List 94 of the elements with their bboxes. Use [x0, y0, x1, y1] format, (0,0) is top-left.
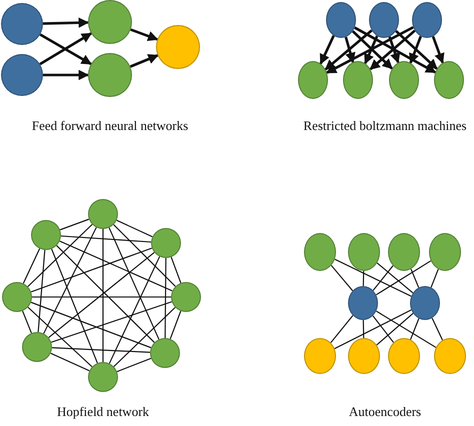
neuron-node	[410, 286, 440, 320]
arrow	[388, 36, 400, 64]
connection-line	[334, 309, 412, 350]
connection-line	[430, 269, 439, 288]
connection-line	[30, 248, 152, 292]
connection-line	[170, 310, 182, 340]
connection-line	[43, 227, 97, 334]
connection-line	[362, 270, 364, 286]
neuron-node	[171, 282, 201, 312]
neuron-node	[389, 61, 419, 99]
neuron-node	[1, 54, 43, 96]
connection-line	[376, 262, 414, 294]
arrow	[130, 28, 158, 42]
neuron-node	[1, 3, 43, 45]
connection-line	[56, 245, 155, 343]
connection-line	[432, 318, 443, 340]
connection-line	[410, 268, 420, 288]
connection-line	[51, 248, 98, 364]
connection-line	[113, 307, 176, 367]
arrow	[370, 30, 416, 70]
neuron-node	[22, 332, 52, 362]
connection-line	[376, 310, 436, 348]
neuron-node	[348, 286, 378, 320]
neuron-node	[388, 233, 420, 271]
connection-line	[334, 258, 412, 297]
neuron-node	[88, 199, 118, 229]
connection-line	[108, 227, 160, 340]
neuron-node	[343, 61, 373, 99]
neuron-node	[88, 362, 118, 392]
neuron-node	[156, 25, 200, 69]
connection-line	[32, 296, 171, 298]
diagram-caption: Feed forward neural networks	[32, 118, 188, 134]
connection-line	[372, 265, 394, 291]
connection-line	[376, 260, 432, 296]
connection-line	[27, 224, 93, 287]
arrow	[364, 35, 378, 64]
neuron-node	[412, 2, 442, 38]
connection-line	[22, 310, 32, 334]
diagram-caption: Hopfield network	[56, 404, 150, 420]
neuron-node	[434, 338, 466, 374]
neuron-node	[388, 338, 420, 374]
neuron-node	[151, 228, 181, 258]
connection-line	[116, 220, 153, 238]
connection-line	[372, 315, 394, 343]
connection-line	[22, 248, 40, 284]
arrow	[42, 18, 90, 28]
neuron-node	[348, 338, 380, 374]
connection-line	[113, 224, 176, 287]
neuron-node	[326, 2, 356, 38]
connection-line	[330, 265, 354, 292]
connection-line	[38, 250, 46, 332]
arrow	[43, 70, 90, 80]
connection-line	[116, 358, 152, 372]
connection-line	[48, 252, 155, 338]
connection-line	[108, 256, 160, 364]
neuron-node	[88, 53, 132, 97]
arrow	[354, 26, 436, 74]
connection-line	[60, 218, 90, 230]
arrow	[344, 36, 356, 64]
connection-line	[50, 352, 90, 372]
diagram-caption: Restricted boltzmann machines	[303, 118, 467, 134]
neuron-node	[434, 61, 464, 99]
connection-line	[330, 315, 354, 344]
connection-line	[28, 306, 92, 368]
connection-line	[51, 301, 172, 343]
arrow	[324, 29, 373, 70]
connection-line	[362, 320, 364, 338]
neuron-node	[88, 0, 132, 44]
diagram-caption: Autoencoders	[348, 404, 422, 420]
connection-line	[410, 318, 420, 340]
connection-line	[30, 302, 152, 348]
arrow	[432, 36, 444, 64]
neuron-node	[298, 61, 328, 99]
arrow	[319, 35, 335, 65]
neuron-node	[429, 233, 461, 271]
connection-line	[164, 258, 166, 338]
connection-line	[376, 312, 414, 346]
connection-line	[170, 256, 182, 284]
connection-line	[60, 240, 172, 292]
neuron-node	[304, 338, 336, 374]
connection-line	[52, 347, 150, 353]
neuron-node	[150, 338, 180, 368]
neuron-node	[304, 233, 336, 271]
neuron-node	[369, 2, 399, 38]
arrow	[352, 30, 393, 70]
neuron-node	[2, 282, 32, 312]
arrow	[326, 26, 414, 74]
connection-line	[60, 235, 152, 243]
neuron-node	[348, 233, 380, 271]
arrow	[395, 30, 438, 70]
connection-line	[102, 229, 104, 362]
arrow	[130, 54, 159, 68]
arrow	[409, 36, 422, 64]
neuron-node	[31, 220, 61, 250]
